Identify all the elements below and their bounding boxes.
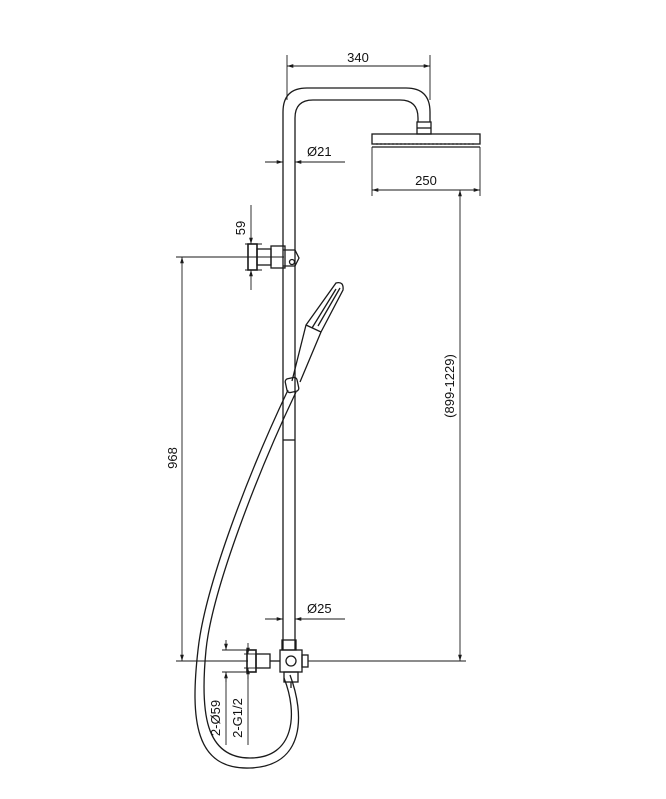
shower-head	[371, 121, 481, 148]
pipe-bottom-label: Ø25	[307, 601, 332, 616]
dim-top-width: 340	[286, 50, 431, 100]
shower-hose	[194, 389, 300, 769]
bracket-height-label: 59	[233, 221, 248, 235]
dim-bracket-height: 59	[233, 205, 262, 290]
thread-size-label: 2-G1/2	[230, 698, 245, 738]
dim-head-width: 250	[371, 147, 481, 196]
pipe-top-label: Ø21	[307, 144, 332, 159]
dim-pipe-top: Ø21	[265, 144, 345, 164]
height-total-label: 968	[165, 447, 180, 469]
dim-pipe-bottom: Ø25	[265, 601, 345, 621]
flange-diameter-label: 2-Ø59	[208, 700, 223, 736]
dim-height-total: 968	[165, 256, 284, 662]
diverter-block	[279, 639, 309, 688]
height-adjustable-label: (899-1229)	[442, 354, 457, 418]
top-width-label: 340	[347, 50, 369, 65]
dim-height-adjustable: (899-1229)	[308, 190, 466, 662]
head-width-label: 250	[415, 173, 437, 188]
wall-connector	[246, 649, 280, 673]
dim-connections: 2-Ø59 2-G1/2	[208, 640, 256, 745]
hand-shower	[284, 282, 344, 394]
riser-pipe	[282, 87, 431, 650]
